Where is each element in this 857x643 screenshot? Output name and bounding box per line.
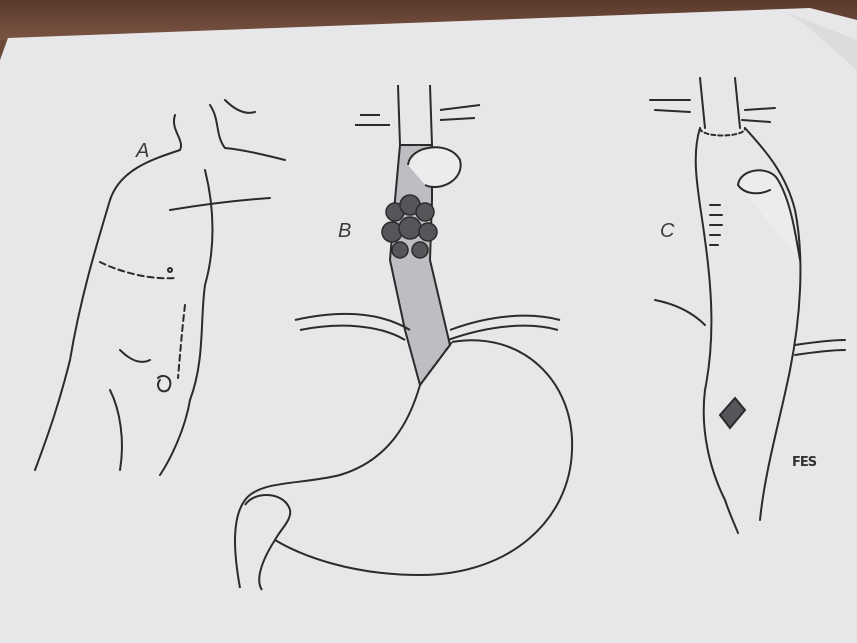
panel-b-label: B xyxy=(338,220,351,243)
panel-c-label: C xyxy=(660,220,674,243)
panel-a-label: A xyxy=(136,140,149,163)
artist-signature: FES xyxy=(792,455,816,470)
